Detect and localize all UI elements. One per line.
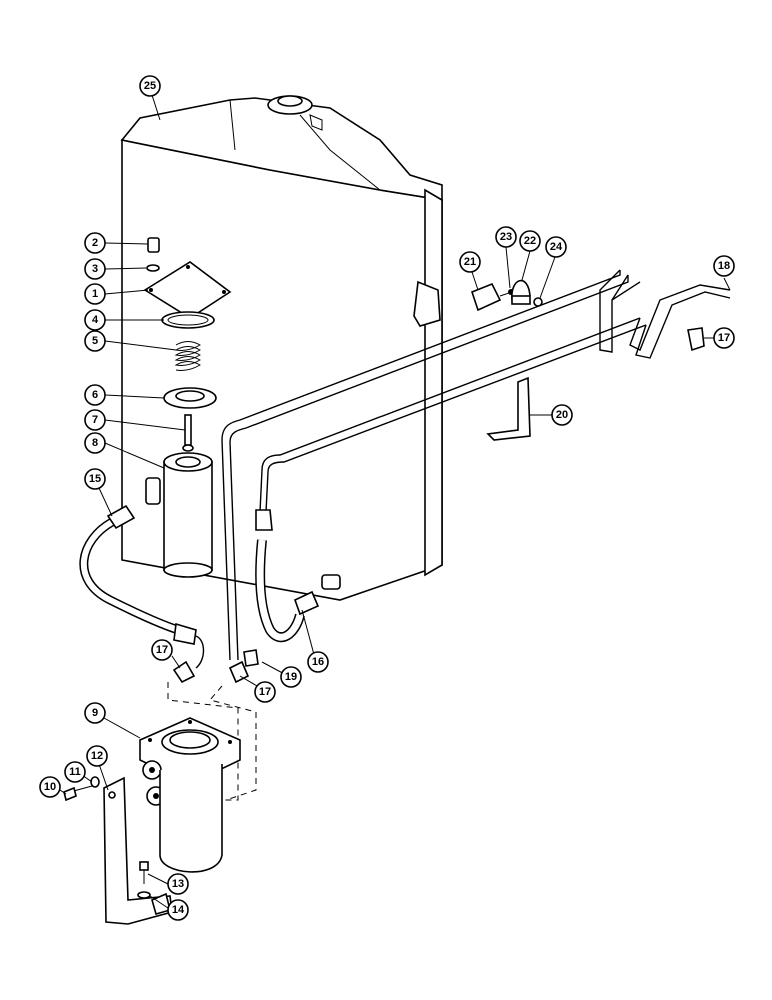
callout-1: 1 [84,283,106,305]
svg-text:13: 13 [172,878,184,890]
cover-1 [143,261,232,319]
callout-15: 15 [84,468,106,490]
callout-6: 6 [84,384,106,406]
callout-24: 24 [545,236,567,258]
fitting-17-middle [228,660,250,684]
filler-neck [267,95,323,131]
svg-text:19: 19 [285,671,297,683]
svg-text:15: 15 [89,473,101,485]
svg-text:2: 2 [92,237,98,249]
svg-text:22: 22 [524,235,536,247]
callout-16: 16 [307,651,329,673]
svg-text:21: 21 [464,256,476,268]
tube-lines [221,269,731,667]
callout-4: 4 [84,309,106,331]
gasket-4 [161,311,215,329]
bolt-10 [63,785,93,802]
svg-text:24: 24 [550,241,563,253]
svg-text:7: 7 [92,414,98,426]
bolt-13 [139,861,149,884]
hose-16 [255,509,320,643]
svg-text:14: 14 [172,904,185,916]
callout-13: 13 [167,873,189,895]
svg-text:8: 8 [92,437,98,449]
clamp-22 [511,279,531,305]
callout-14: 14 [167,899,189,921]
svg-text:1: 1 [92,288,98,300]
svg-text:25: 25 [144,80,156,92]
callout-23: 23 [495,226,517,248]
callout-18: 18 [713,255,735,277]
callout-17-middle: 17 [254,681,276,703]
callout-8: 8 [84,432,106,454]
bolt-7 [182,414,194,452]
svg-text:4: 4 [92,314,99,326]
callout-25: 25 [139,75,161,97]
svg-text:17: 17 [156,644,168,656]
connection-line [167,682,239,801]
callout-3: 3 [84,258,106,280]
clamp-block-21 [471,282,502,312]
svg-text:3: 3 [92,263,98,275]
fitting-17-right [687,327,705,352]
svg-text:9: 9 [92,707,98,719]
washer-14 [137,891,151,899]
callout-20: 20 [551,404,573,426]
element-8 [163,452,213,578]
washer-3 [146,264,160,272]
svg-text:10: 10 [44,781,56,793]
callout-2: 2 [84,232,106,254]
callout-7: 7 [84,409,106,431]
callout-12: 12 [86,745,108,767]
svg-text:16: 16 [312,656,324,668]
filter-cover-2 [147,237,160,253]
connection-line [209,685,257,801]
svg-text:11: 11 [69,766,81,778]
svg-text:17: 17 [259,686,271,698]
seal-6 [163,387,217,409]
callout-21: 21 [459,251,481,273]
callout-17-left: 17 [151,639,173,661]
svg-text:5: 5 [92,335,98,347]
svg-text:18: 18 [718,260,730,272]
nut-24 [533,297,543,307]
callout-19: 19 [280,666,302,688]
callout-10: 10 [39,776,61,798]
fitting-17-left [172,660,196,684]
svg-text:6: 6 [92,389,98,401]
svg-text:17: 17 [718,332,730,344]
callout-17-right: 17 [713,327,735,349]
spring-5 [174,341,201,371]
svg-text:12: 12 [91,750,103,762]
svg-text:23: 23 [500,231,512,243]
callout-5: 5 [84,330,106,352]
hose-15 [79,504,205,669]
callout-9: 9 [84,702,106,724]
filter-housing [159,764,223,873]
callout-22: 22 [519,230,541,252]
bracket-20 [486,376,531,441]
svg-text:20: 20 [556,409,568,421]
washer-11 [90,776,100,788]
callout-11: 11 [64,761,86,783]
